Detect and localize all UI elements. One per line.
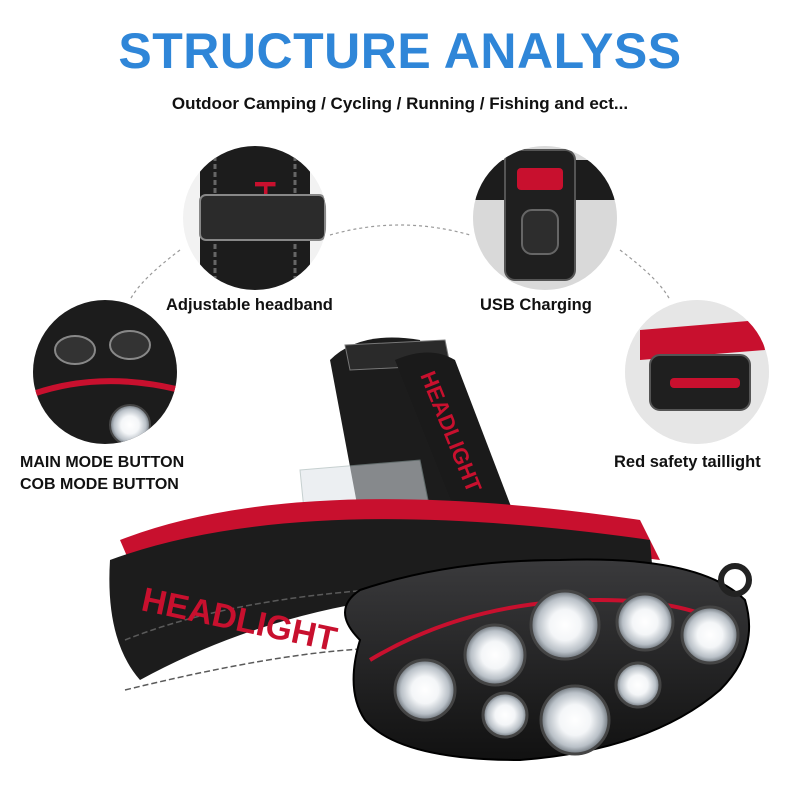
detail-taillight bbox=[625, 300, 769, 444]
detail-usb bbox=[473, 146, 617, 290]
callout-usb: USB Charging bbox=[480, 296, 592, 314]
callout-mode-buttons: MAIN MODE BUTTON COB MODE BUTTON bbox=[20, 452, 184, 496]
headlamp-main: HEADLIGHT HEADLIGHT bbox=[109, 337, 752, 762]
led bbox=[615, 592, 675, 652]
led bbox=[481, 691, 529, 739]
callout-cob-mode: COB MODE BUTTON bbox=[20, 476, 179, 493]
led bbox=[463, 623, 527, 687]
detail-mode-buttons bbox=[33, 300, 177, 444]
connector-lines bbox=[129, 224, 671, 301]
page-subtitle: Outdoor Camping / Cycling / Running / Fi… bbox=[171, 94, 629, 113]
callout-taillight: Red safety taillight bbox=[614, 453, 761, 471]
callout-headband: Adjustable headband bbox=[166, 296, 333, 314]
led bbox=[529, 589, 601, 661]
led-array bbox=[393, 589, 740, 756]
led bbox=[393, 658, 457, 722]
detail-headband: HE bbox=[183, 146, 327, 290]
led bbox=[539, 684, 611, 756]
page-title: STRUCTURE ANALYSS bbox=[118, 23, 682, 79]
led bbox=[614, 661, 662, 709]
callout-main-mode: MAIN MODE BUTTON bbox=[20, 454, 185, 471]
led bbox=[680, 605, 740, 665]
